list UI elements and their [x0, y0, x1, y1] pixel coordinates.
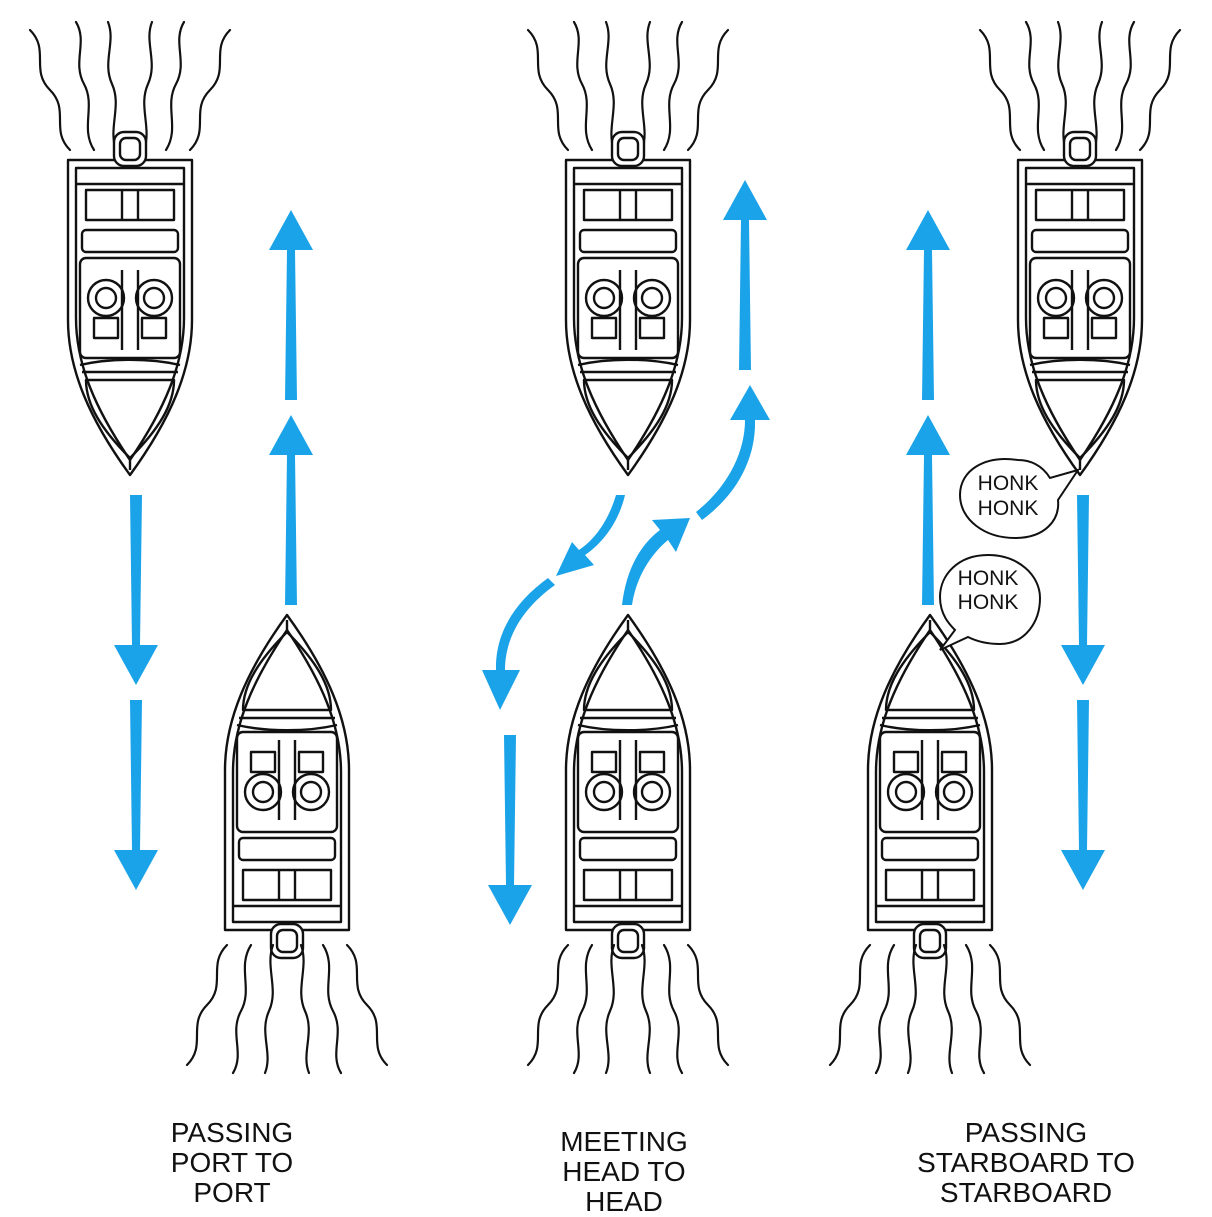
- caption-head-line2: HEAD TO: [562, 1156, 686, 1187]
- honk-bubble-top-line1: HONK: [978, 472, 1039, 495]
- arrow-up-right-2: [906, 210, 950, 400]
- caption-head-line1: MEETING: [560, 1126, 688, 1157]
- arrow-up-1: [269, 415, 313, 605]
- boat-bottom-right: [866, 613, 994, 960]
- arrow-curve-right-2: [696, 385, 770, 520]
- arrow-curve-left-1: [556, 495, 625, 576]
- arrow-down-1: [114, 495, 158, 685]
- scenario-starboard-to-starboard: HONK HONK HONK HONK: [828, 20, 1182, 1075]
- caption-port-to-port: PASSING PORT TO PORT: [82, 1118, 382, 1208]
- arrow-down-straight: [488, 735, 532, 925]
- boat-bottom-left: [223, 613, 351, 960]
- boat-top-right: [1016, 130, 1144, 477]
- caption-port-line3: PORT: [193, 1177, 271, 1208]
- wake-bottom-right: [828, 943, 1032, 1075]
- wake-bottom-left: [185, 943, 389, 1075]
- caption-head-to-head: MEETING HEAD TO HEAD: [474, 1127, 774, 1217]
- arrow-down-2: [114, 700, 158, 890]
- honk-bubble-bottom-line2: HONK: [958, 591, 1019, 614]
- wake-bottom-middle: [526, 943, 730, 1075]
- arrow-curve-left-2: [482, 578, 555, 710]
- caption-starboard-line1: PASSING: [964, 1117, 1088, 1148]
- boat-top-middle: [564, 130, 692, 477]
- honk-bubble-top: HONK HONK: [958, 458, 1081, 540]
- arrow-curve-right-1: [622, 518, 690, 605]
- arrow-down-right-2: [1061, 700, 1105, 890]
- caption-port-line1: PASSING: [170, 1117, 294, 1148]
- honk-bubble-bottom-line1: HONK: [958, 567, 1019, 590]
- honk-bubble-bottom: HONK HONK: [938, 553, 1042, 651]
- arrow-up-2: [269, 210, 313, 400]
- scenario-head-to-head: [482, 20, 770, 1075]
- caption-starboard-line3: STARBOARD: [939, 1177, 1113, 1208]
- caption-starboard-line2: STARBOARD TO: [917, 1147, 1135, 1178]
- scenario-port-to-port: [28, 20, 389, 1075]
- boat-top-left: [66, 130, 194, 477]
- arrow-up-right-1: [906, 415, 950, 605]
- arrow-up-straight: [723, 180, 767, 370]
- boat-bottom-middle: [564, 613, 692, 960]
- caption-starboard-to-starboard: PASSING STARBOARD TO STARBOARD: [876, 1118, 1176, 1208]
- caption-head-line3: HEAD: [585, 1186, 663, 1217]
- arrow-down-right-1: [1061, 495, 1105, 685]
- caption-port-line2: PORT TO: [170, 1147, 294, 1178]
- honk-bubble-top-line2: HONK: [978, 497, 1039, 520]
